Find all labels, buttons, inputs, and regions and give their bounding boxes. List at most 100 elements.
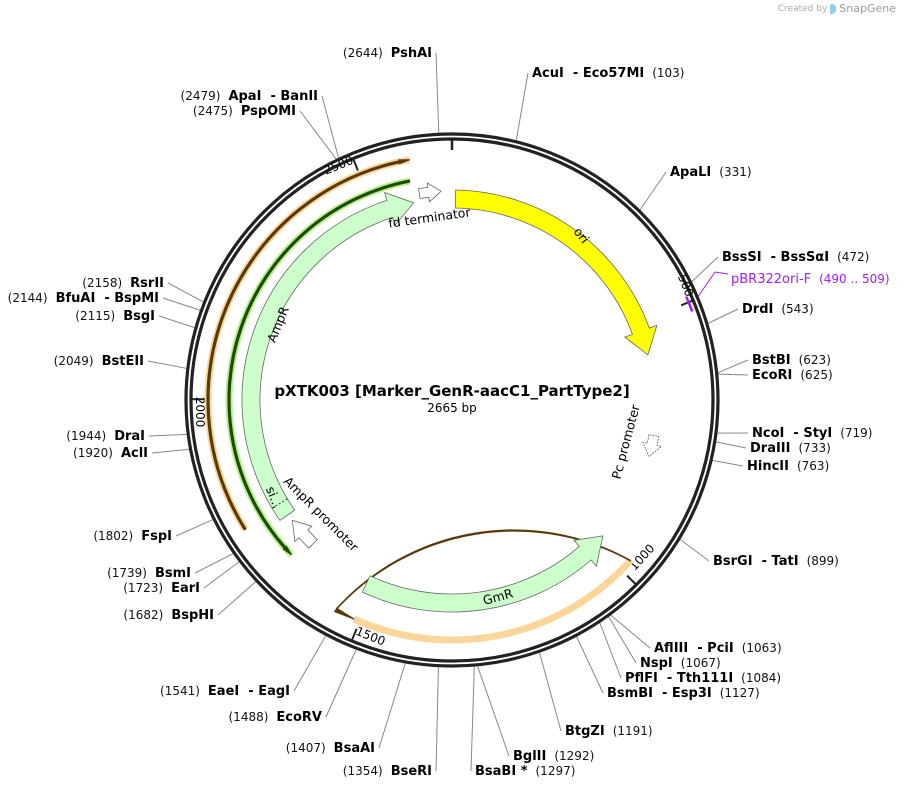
- primer-leader-line: [697, 271, 729, 297]
- feature-ori[interactable]: [454, 189, 658, 356]
- enzyme-leader-line: [538, 652, 562, 732]
- enzyme-position: (625): [800, 368, 832, 382]
- feature-pc-promoter[interactable]: [642, 434, 663, 458]
- feature-ampr-promoter[interactable]: [291, 519, 318, 549]
- enzyme-leader-line: [639, 171, 667, 211]
- orange-arc-bottom[interactable]: [333, 529, 632, 620]
- enzyme-site-label[interactable]: (1723)EarI: [123, 581, 200, 596]
- enzyme-position: (472): [837, 250, 869, 264]
- enzyme-position: (1084): [741, 671, 781, 685]
- enzyme-site-label[interactable]: (1407)BsaAI: [286, 741, 375, 756]
- enzyme-position: (719): [840, 426, 872, 440]
- enzyme-site-label[interactable]: (2479) ApaI - BanII: [181, 89, 318, 104]
- enzyme-leader-line: [147, 360, 187, 369]
- enzyme-leader-line: [515, 72, 529, 141]
- enzyme-position: (1739): [107, 566, 147, 580]
- scale-tick-label: 500: [675, 272, 697, 298]
- feature-label: AmpR promoter: [281, 473, 362, 554]
- enzyme-site-label[interactable]: NspI (1067): [640, 656, 721, 671]
- enzyme-position: (1063): [742, 641, 782, 655]
- enzyme-position: (1127): [720, 686, 760, 700]
- enzyme-name: BstEII: [102, 354, 144, 369]
- enzyme-site-label[interactable]: AflIII - PciI (1063): [654, 641, 782, 656]
- enzyme-site-label[interactable]: (2644)PshAI: [343, 46, 432, 61]
- enzyme-site-label[interactable]: (1488)EcoRV: [229, 710, 323, 725]
- enzyme-name: EcoRI: [752, 368, 792, 383]
- enzyme-name: BssSI - BssSαI: [722, 250, 829, 265]
- enzyme-position: (2479): [181, 89, 221, 103]
- enzyme-position: (1488): [229, 710, 269, 724]
- enzyme-site-label[interactable]: BstBI(623): [752, 353, 831, 368]
- enzyme-site-label[interactable]: (2049)BstEII: [54, 354, 144, 369]
- enzyme-leader-line: [167, 282, 204, 303]
- enzyme-site-label[interactable]: (1541)EaeI - EagI: [160, 684, 290, 699]
- enzyme-site-label[interactable]: NcoI - StyI(719): [752, 426, 873, 441]
- enzyme-name: AflIII - PciI: [654, 641, 734, 656]
- enzyme-site-label[interactable]: (1739) BsmI: [107, 566, 191, 581]
- enzyme-leader-line: [575, 636, 604, 694]
- enzyme-leader-line: [470, 666, 475, 772]
- feature-fd-terminator[interactable]: [418, 182, 442, 203]
- enzyme-leader-line: [715, 441, 747, 449]
- enzyme-name: BsmI: [155, 566, 191, 581]
- enzyme-leader-line: [162, 297, 201, 311]
- enzyme-leader-line: [148, 433, 188, 437]
- scale-tick-label: 2000: [193, 397, 207, 428]
- enzyme-site-label[interactable]: BsaBI *(1297): [475, 764, 575, 779]
- green-arc[interactable]: [227, 179, 411, 556]
- primer-label[interactable]: pBR322ori-F(490 .. 509): [731, 272, 890, 287]
- plasmid-name: pXTK003 [Marker_GenR-aacC1_PartType2]: [274, 382, 629, 400]
- enzyme-site-label[interactable]: DrdI(543): [742, 302, 814, 317]
- enzyme-position: (1067): [681, 656, 721, 670]
- enzyme-site-label[interactable]: DraIII(733): [750, 441, 831, 456]
- enzyme-site-label[interactable]: (1802)FspI: [93, 529, 172, 544]
- enzyme-name: PshAI: [391, 46, 432, 61]
- enzyme-site-label[interactable]: (1354)BseRI: [343, 764, 432, 779]
- enzyme-site-label[interactable]: EcoRI (625): [752, 368, 833, 383]
- enzyme-leader-line: [435, 52, 440, 134]
- enzyme-name: BspHI: [171, 608, 214, 623]
- enzyme-position: (1723): [123, 581, 163, 595]
- plasmid-length: 2665 bp: [427, 401, 477, 415]
- enzyme-leader-line: [203, 561, 240, 589]
- enzyme-position: (899): [807, 554, 839, 568]
- enzyme-site-label[interactable]: AcuI - Eco57MI(103): [532, 66, 685, 81]
- orange-arc-left[interactable]: [206, 159, 410, 531]
- enzyme-leader-line: [299, 110, 337, 160]
- enzyme-site-label[interactable]: (2475)PspOMI: [193, 104, 296, 119]
- enzyme-site-label[interactable]: (1944)DraI: [66, 429, 145, 444]
- enzyme-site-label[interactable]: HincII(763): [747, 459, 829, 474]
- enzyme-site-label[interactable]: (1920)AclI: [73, 446, 148, 461]
- enzyme-site-label[interactable]: BsrGI - TatI(899): [713, 554, 839, 569]
- enzyme-site-label[interactable]: BssSI - BssSαI (472): [722, 250, 869, 265]
- enzyme-site-label[interactable]: (2144)BfuAI - BspMI: [8, 291, 159, 306]
- enzyme-leader-line: [717, 373, 749, 376]
- enzyme-site-label[interactable]: (2158)RsrII: [82, 276, 164, 291]
- enzyme-name: NspI: [640, 656, 673, 671]
- enzyme-site-label[interactable]: BtgZI(1191): [565, 724, 653, 739]
- enzyme-name: BsaBI *: [475, 764, 528, 779]
- enzyme-name: FspI: [141, 529, 172, 544]
- primer-range: (490 .. 509): [819, 272, 889, 286]
- feature-ampr[interactable]: [241, 191, 415, 522]
- enzyme-leader-line: [293, 635, 327, 692]
- enzyme-site-label[interactable]: (1682)BspHI: [123, 608, 214, 623]
- enzyme-site-label[interactable]: BglII(1292): [513, 749, 594, 764]
- enzyme-site-label[interactable]: (2115)BsgI: [75, 309, 155, 324]
- scale-tick: [680, 299, 693, 307]
- enzyme-name: ApaLI: [670, 165, 711, 180]
- enzyme-name: DraIII: [750, 441, 791, 456]
- enzyme-site-label[interactable]: PflFI - Tth111I(1084): [625, 671, 781, 686]
- enzyme-name: EaeI - EagI: [208, 684, 290, 699]
- enzyme-position: (1292): [554, 749, 594, 763]
- enzyme-position: (103): [652, 66, 684, 80]
- watermark-brand: SnapGene: [839, 2, 896, 15]
- enzyme-leader-line: [476, 665, 510, 757]
- enzyme-site-label[interactable]: ApaLI(331): [670, 165, 752, 180]
- primer-pbr322ori-f[interactable]: [685, 296, 694, 312]
- feature-gmr[interactable]: [361, 535, 604, 613]
- enzyme-name: ApaI - BanII: [228, 89, 318, 104]
- enzyme-site-label[interactable]: BsmBI - Esp3I(1127): [607, 686, 760, 701]
- enzyme-position: (1920): [73, 446, 113, 460]
